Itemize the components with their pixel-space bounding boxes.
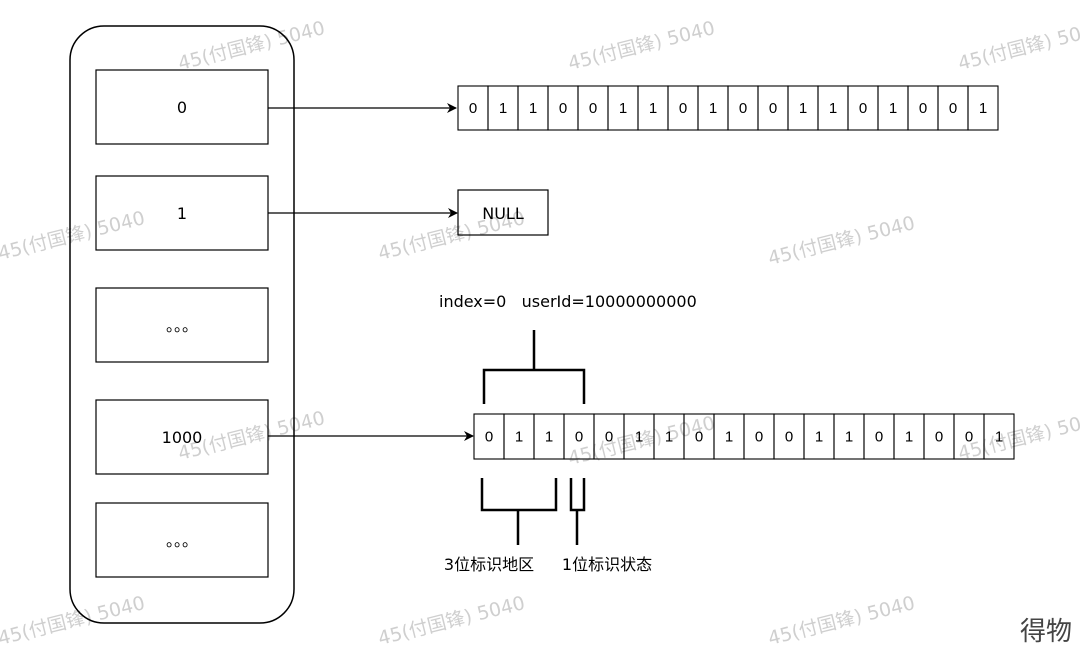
- annotation-index-userid: index=0 userId=10000000000: [439, 292, 697, 311]
- watermark: 45(付国锋) 5040: [0, 592, 147, 650]
- bit-value: 1: [979, 100, 987, 117]
- slot-box: [95, 399, 269, 475]
- bit-value: 0: [875, 429, 883, 446]
- bit-value: 1: [815, 429, 823, 446]
- bit-value: 0: [755, 429, 763, 446]
- slot-box: [95, 69, 269, 145]
- bit-value: 1: [665, 429, 673, 446]
- watermark: 45(付国锋) 5040: [376, 592, 527, 650]
- bit-array-bottom: 0 1 1 0 0 1 1 0 1 0 0 1 1 0 1 0 0 1: [473, 413, 1015, 460]
- bit-value: 0: [965, 429, 973, 446]
- bit-value: 1: [529, 100, 537, 117]
- bit-value: 0: [575, 429, 583, 446]
- watermark: 45(付国锋) 5040: [766, 592, 917, 650]
- slot-box: [95, 287, 269, 363]
- bit-value: 0: [485, 429, 493, 446]
- logo: 得物: [1020, 617, 1072, 647]
- slot-2: 。。。: [95, 287, 269, 363]
- annotation-status: 1位标识状态: [562, 555, 652, 574]
- bit-value: 0: [785, 429, 793, 446]
- watermark: 45(付国锋) 5040: [956, 17, 1080, 75]
- bit-cell: [983, 413, 1015, 460]
- bit-value: 1: [995, 429, 1003, 446]
- bit-value: 1: [799, 100, 807, 117]
- bit-value: 1: [845, 429, 853, 446]
- bit-value: 0: [859, 100, 867, 117]
- watermark: 45(付国锋) 5040: [956, 407, 1080, 465]
- bit-value: 0: [695, 429, 703, 446]
- bit-value: 1: [905, 429, 913, 446]
- bit-value: 0: [949, 100, 957, 117]
- bit-value: 0: [935, 429, 943, 446]
- slot-3: 1000: [95, 399, 269, 475]
- bit-value: 0: [679, 100, 687, 117]
- slot-label: 0: [177, 98, 187, 117]
- bit-value: 1: [619, 100, 627, 117]
- bit-value: 1: [725, 429, 733, 446]
- bit-value: 0: [589, 100, 597, 117]
- slot-list: 0 1 。。。 1000 。。。: [95, 69, 269, 578]
- bracket-top: [482, 330, 586, 404]
- bracket-status: [569, 478, 586, 545]
- bit-value: 1: [515, 429, 523, 446]
- bit-value: 1: [545, 429, 553, 446]
- slot-label: 1: [177, 204, 187, 223]
- bit-value: 0: [739, 100, 747, 117]
- annotation-region: 3位标识地区: [444, 555, 534, 574]
- slot-container: [69, 25, 295, 624]
- slot-box: [95, 502, 269, 578]
- null-label: NULL: [482, 204, 524, 223]
- slot-0: 0: [95, 69, 269, 145]
- bit-value: 0: [769, 100, 777, 117]
- slot-label: 。。。: [166, 316, 198, 335]
- bit-array-top: 0 1 1 0 0 1 1 0 1 0 0 1 1 0 1 0 0 1: [457, 85, 999, 131]
- bit-cell: [967, 85, 999, 131]
- bit-value: 1: [829, 100, 837, 117]
- bit-value: 1: [649, 100, 657, 117]
- bit-value: 1: [709, 100, 717, 117]
- bit-value: 1: [635, 429, 643, 446]
- bit-value: 0: [605, 429, 613, 446]
- slot-4: 。。。: [95, 502, 269, 578]
- bracket-region: [480, 478, 558, 545]
- bit-value: 1: [889, 100, 897, 117]
- watermark: 45(付国锋) 5040: [766, 212, 917, 270]
- watermark: 45(付国锋) 5040: [566, 17, 717, 75]
- slot-label: 1000: [162, 428, 203, 447]
- bit-value: 1: [499, 100, 507, 117]
- watermark: 45(付国锋) 5040: [0, 207, 147, 265]
- bit-value: 0: [919, 100, 927, 117]
- bit-value: 0: [469, 100, 477, 117]
- null-box: [457, 189, 549, 236]
- slot-label: 。。。: [166, 531, 198, 550]
- bit-value: 0: [559, 100, 567, 117]
